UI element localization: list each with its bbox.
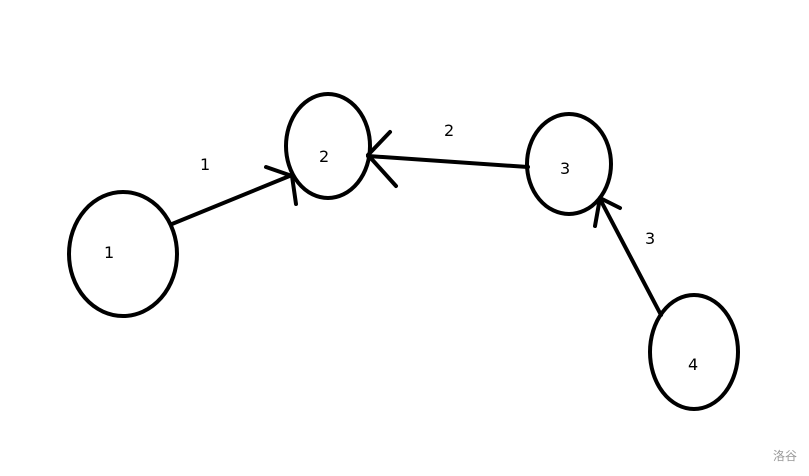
node-label: 3	[560, 159, 570, 178]
node-3	[525, 112, 613, 216]
node-1	[67, 190, 179, 318]
node-2	[284, 92, 372, 200]
node-label: 2	[319, 147, 329, 166]
node-label: 4	[688, 355, 698, 374]
edge-weight-label: 2	[444, 121, 454, 140]
edge-weight-label: 1	[200, 155, 210, 174]
edge-1-2	[170, 165, 298, 226]
watermark: 洛谷	[772, 449, 797, 463]
edge-weight-label: 3	[645, 229, 655, 248]
node-label: 1	[104, 243, 114, 262]
node-4	[648, 293, 740, 411]
edge-4-3	[593, 196, 663, 317]
edge-3-2	[366, 130, 530, 188]
